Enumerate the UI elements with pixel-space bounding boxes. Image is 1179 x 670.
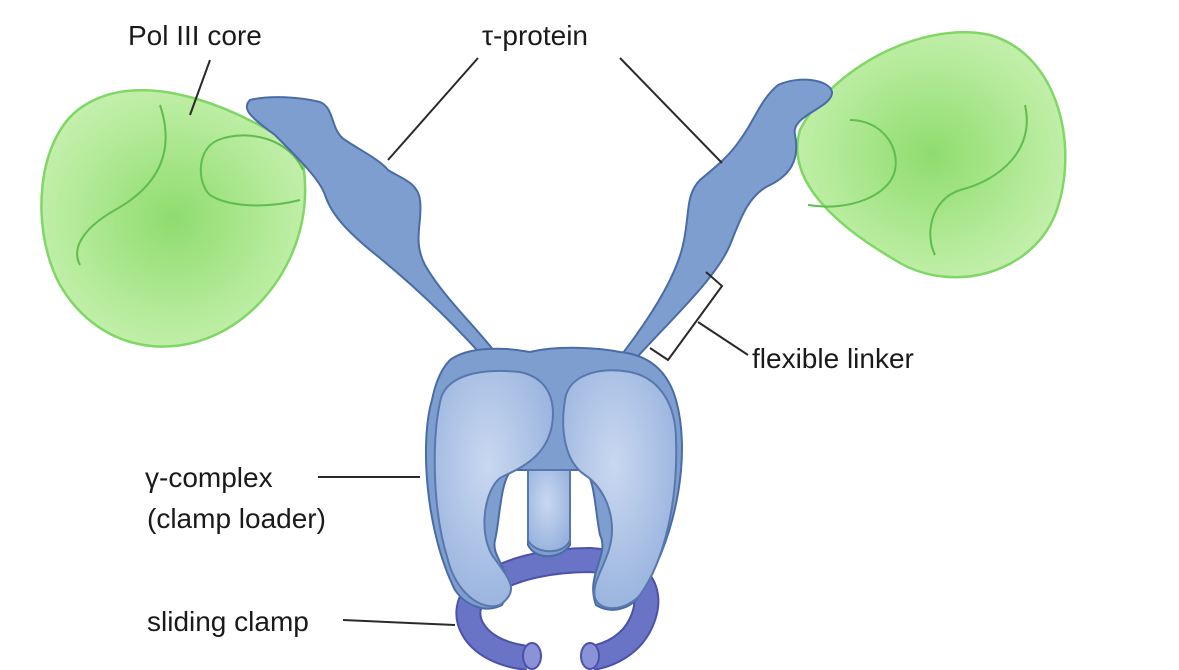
tau-protein-right <box>615 78 834 366</box>
label-clamp-loader: (clamp loader) <box>147 503 326 534</box>
gamma-complex <box>424 346 683 611</box>
leader-flexible-linker <box>697 321 749 356</box>
label-flexible-linker: flexible linker <box>752 343 914 374</box>
label-sliding-clamp: sliding clamp <box>147 606 309 637</box>
leader-lines <box>189 57 749 626</box>
leader-tau-right <box>619 57 723 164</box>
flexible-linker-bracket <box>649 271 724 362</box>
leader-pol-iii-core <box>189 59 211 116</box>
leader-tau-left <box>387 57 479 161</box>
tau-protein-left <box>245 96 506 369</box>
label-gamma-complex: γ-complex <box>145 462 273 493</box>
leader-sliding-clamp <box>342 619 456 626</box>
label-tau-protein: τ-protein <box>482 20 588 51</box>
pol-iii-core-right <box>796 31 1067 279</box>
label-pol-iii-core: Pol III core <box>128 20 262 51</box>
sliding-clamp <box>455 546 660 670</box>
pol-iii-core-left <box>40 88 307 348</box>
